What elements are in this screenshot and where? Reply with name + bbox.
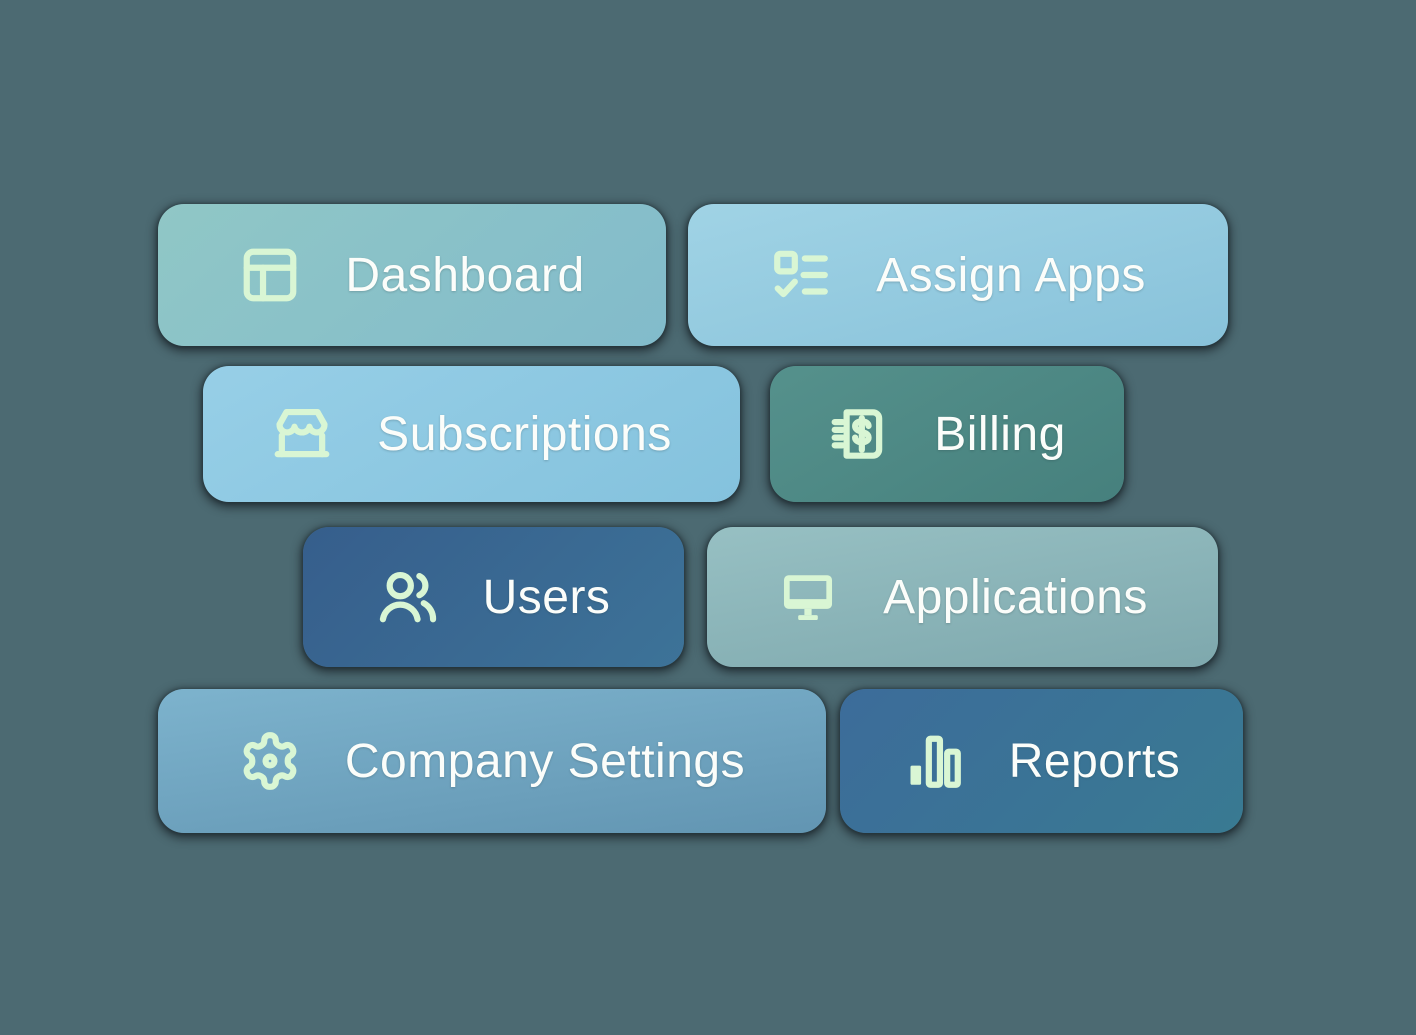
users-icon	[377, 566, 439, 628]
nav-button-label: Users	[482, 570, 611, 624]
nav-button-label: Assign Apps	[876, 248, 1146, 302]
nav-button-subscriptions[interactable]: Subscriptions	[203, 366, 740, 502]
nav-button-label: Dashboard	[345, 248, 585, 302]
nav-button-label: Applications	[883, 570, 1148, 624]
nav-button-dashboard[interactable]: Dashboard	[158, 204, 666, 346]
dashboard-layout-icon	[239, 244, 301, 306]
nav-button-company-settings[interactable]: Company Settings	[158, 689, 826, 833]
nav-button-applications[interactable]: Applications	[707, 527, 1218, 667]
nav-button-label: Company Settings	[344, 734, 746, 788]
nav-button-label: Subscriptions	[377, 407, 672, 461]
billing-invoice-icon	[828, 403, 890, 465]
nav-button-reports[interactable]: Reports	[840, 689, 1243, 833]
reports-bar-chart-icon	[903, 730, 965, 792]
subscriptions-store-icon	[271, 403, 333, 465]
company-settings-gear-icon	[239, 730, 301, 792]
nav-button-billing[interactable]: Billing	[770, 366, 1124, 502]
assign-apps-checklist-icon	[770, 244, 832, 306]
nav-button-assign-apps[interactable]: Assign Apps	[688, 204, 1228, 346]
nav-button-label: Reports	[1008, 734, 1181, 788]
applications-monitor-icon	[777, 566, 839, 628]
nav-button-label: Billing	[934, 407, 1066, 461]
nav-button-users[interactable]: Users	[303, 527, 684, 667]
